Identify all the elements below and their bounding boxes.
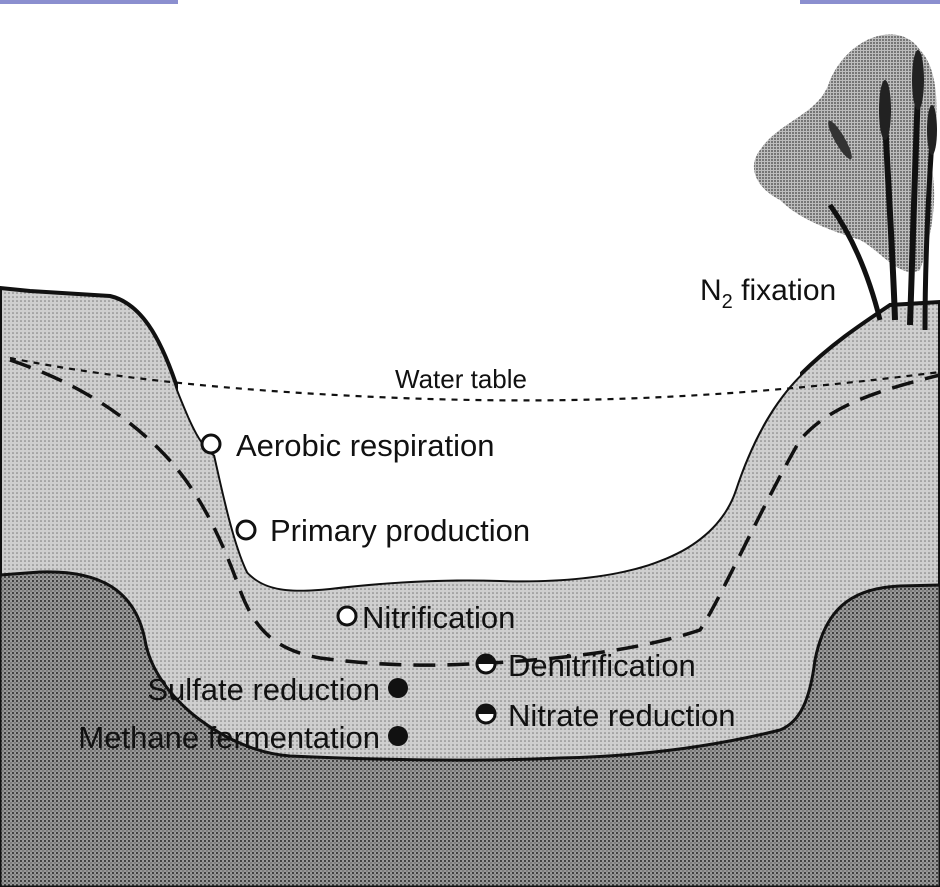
aerobic-respiration-label: Aerobic respiration — [236, 428, 494, 463]
sulfate-reduction-label: Sulfate reduction — [147, 672, 380, 707]
nitrate-reduction-half-filled-marker — [477, 705, 495, 723]
denitrification-half-filled-marker — [477, 655, 495, 673]
nitrate-reduction-label: Nitrate reduction — [508, 698, 735, 733]
methane-fermentation-filled-marker — [388, 726, 408, 746]
nitrification-label: Nitrification — [362, 600, 515, 635]
primary-production-label: Primary production — [270, 513, 530, 548]
nitrification-open-circle-marker — [338, 607, 356, 625]
sulfate-reduction-filled-marker — [388, 678, 408, 698]
primary-production-open-circle-marker — [237, 521, 255, 539]
water-table-label: Water table — [395, 364, 527, 394]
methane-fermentation-label: Methane fermentation — [78, 720, 380, 755]
aerobic-respiration-open-circle-marker — [202, 435, 220, 453]
denitrification-label: Denitrification — [508, 648, 696, 683]
